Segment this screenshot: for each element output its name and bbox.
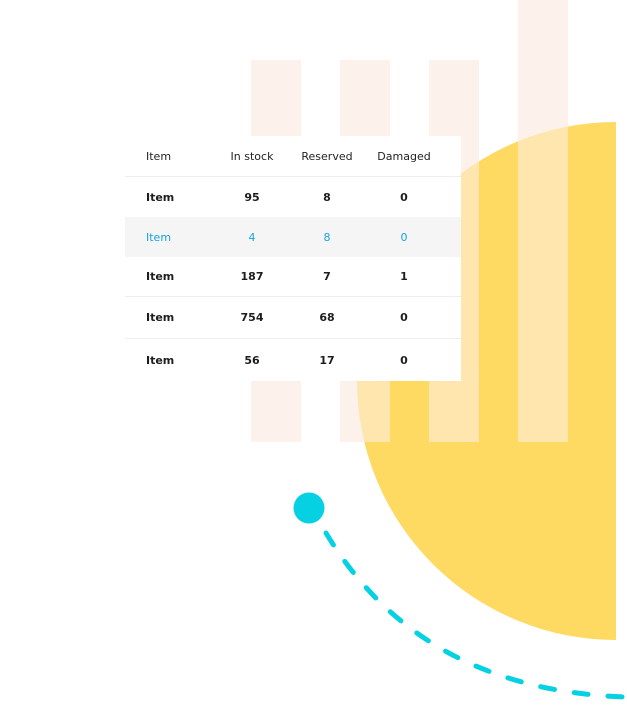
table-row[interactable]: Item 56 17 0	[125, 339, 461, 381]
cell-in-stock: 56	[244, 353, 260, 367]
cell-damaged: 0	[400, 311, 408, 324]
cell-in-stock: 187	[240, 270, 264, 283]
cell-in-stock: 95	[244, 190, 260, 204]
cell-damaged: 0	[400, 230, 408, 244]
cell-damaged: 1	[400, 270, 408, 283]
cell-in-stock: 754	[240, 311, 264, 324]
cell-reserved: 7	[323, 270, 331, 283]
column-header-reserved: Reserved	[301, 149, 353, 163]
column-header-item: Item	[146, 149, 172, 163]
cell-reserved: 68	[319, 311, 335, 324]
cell-reserved: 8	[323, 190, 331, 204]
column-header-in-stock: In stock	[230, 149, 274, 163]
cyan-dot	[293, 492, 325, 524]
table-row[interactable]: Item 187 7 1	[125, 257, 461, 297]
cyan-dashed-arc	[323, 530, 627, 700]
cell-in-stock: 4	[248, 230, 256, 244]
inventory-table: Item In stock Reserved Damaged Item 95 8…	[125, 136, 461, 381]
cell-damaged: 0	[400, 190, 408, 204]
bar-overlay-4	[518, 0, 568, 442]
cell-item: Item	[146, 270, 175, 283]
cell-reserved: 8	[323, 230, 331, 244]
table-row[interactable]: Item 95 8 0	[125, 177, 461, 217]
cell-damaged: 0	[400, 353, 408, 367]
cell-item: Item	[146, 190, 175, 204]
cell-item: Item	[146, 230, 172, 244]
column-header-damaged: Damaged	[377, 149, 431, 163]
table-header-row: Item In stock Reserved Damaged	[125, 136, 461, 177]
cell-item: Item	[146, 353, 175, 367]
cell-reserved: 17	[319, 353, 335, 367]
table-row[interactable]: Item 754 68 0	[125, 297, 461, 339]
table-row-highlighted[interactable]: Item 4 8 0	[125, 217, 461, 257]
cell-item: Item	[146, 311, 175, 324]
